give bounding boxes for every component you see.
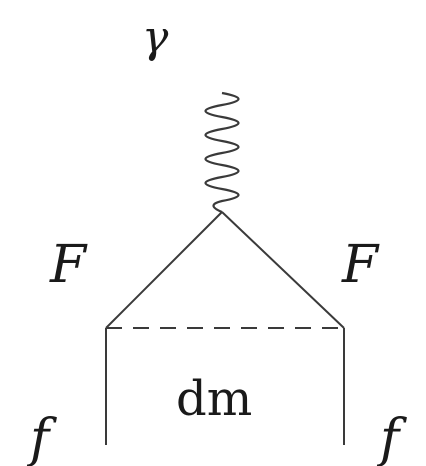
loop-label: dm — [176, 371, 252, 427]
right-lower-label: f — [376, 409, 407, 466]
photon-wavy-line — [204, 91, 240, 214]
right-upper-fermion-line — [221, 211, 345, 329]
photon-label: γ — [142, 12, 169, 63]
left-lower-label: f — [26, 409, 57, 466]
left-upper-label: F — [49, 235, 88, 295]
left-upper-fermion-line — [105, 211, 223, 329]
right-upper-label: F — [341, 235, 380, 295]
